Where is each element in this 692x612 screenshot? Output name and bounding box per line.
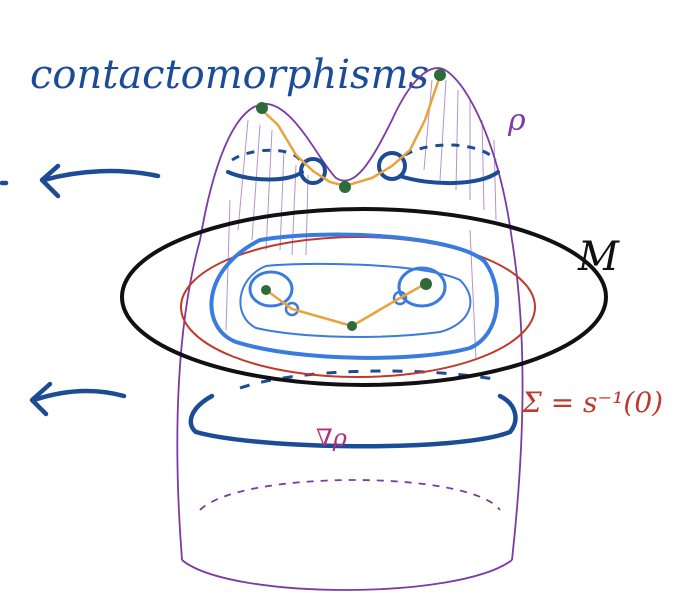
rho-label: ρ [507, 103, 526, 138]
surface-hatching [225, 79, 497, 361]
grad-rho-label: ∇ρ [316, 424, 347, 452]
arrow-lower-icon [29, 381, 127, 417]
upper-level-set [226, 151, 500, 186]
gradient-trajectories [260, 74, 442, 328]
M-label: M [577, 234, 620, 280]
surface-outline [176, 67, 524, 591]
lower-level-set [188, 393, 518, 449]
title-label: contactomorphisms [30, 52, 429, 98]
manifold-M-ellipse [120, 207, 608, 387]
red-hypersurface-ellipse [180, 236, 536, 378]
blue-contours [209, 232, 499, 360]
arrow-upper-icon [39, 163, 161, 199]
critical-points [256, 69, 446, 331]
sigma-label: Σ = s⁻¹(0) [521, 386, 663, 419]
